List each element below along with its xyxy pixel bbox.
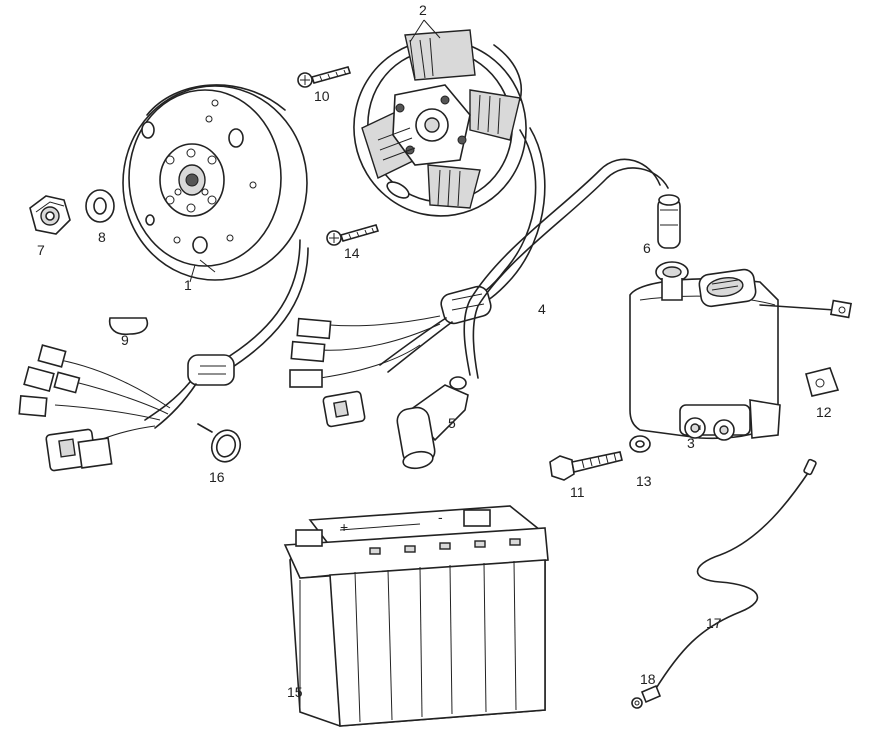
part-label-1: 1 (184, 277, 192, 293)
screw-10 (297, 66, 352, 88)
hv-lead-cap (657, 194, 681, 249)
part-label-12: 12 (816, 404, 832, 420)
part-label-3: 3 (687, 435, 695, 451)
part-label-11: 11 (570, 484, 585, 500)
part-label-7: 7 (37, 242, 45, 258)
part-label-8: 8 (98, 229, 106, 245)
part-label-17: 17 (706, 615, 722, 631)
part-label-2: 2 (419, 2, 427, 18)
battery-minus-symbol: - (438, 509, 443, 525)
part-label-16: 16 (209, 469, 225, 485)
washer-13 (629, 435, 651, 453)
battery (283, 505, 549, 727)
spark-plug-cap (396, 376, 469, 470)
part-label-5: 5 (448, 415, 456, 431)
woodruff-key (108, 317, 149, 336)
part-label-9: 9 (121, 332, 129, 348)
part-label-10: 10 (314, 88, 330, 104)
part-label-13: 13 (636, 473, 652, 489)
leader-lines (189, 19, 701, 430)
ground-clip (805, 367, 840, 397)
hex-nut (29, 195, 71, 235)
battery-plus-symbol: + (340, 519, 348, 535)
flywheel-rotor (122, 84, 308, 281)
ground-cable (654, 458, 817, 691)
stator-wiring-harness (289, 127, 669, 428)
part-label-6: 6 (643, 240, 651, 256)
washer-8 (85, 189, 115, 223)
part-label-14: 14 (344, 245, 360, 261)
cable-tie (197, 423, 242, 463)
ignition-coil-cdi (629, 261, 853, 441)
part-label-18: 18 (640, 671, 656, 687)
part-label-4: 4 (538, 301, 546, 317)
cable-terminal (631, 684, 662, 709)
part-label-15: 15 (287, 684, 303, 700)
stator-coils (353, 29, 527, 217)
bolt-11 (549, 451, 623, 481)
flywheel-harness (18, 239, 309, 472)
screw-14 (326, 224, 380, 246)
